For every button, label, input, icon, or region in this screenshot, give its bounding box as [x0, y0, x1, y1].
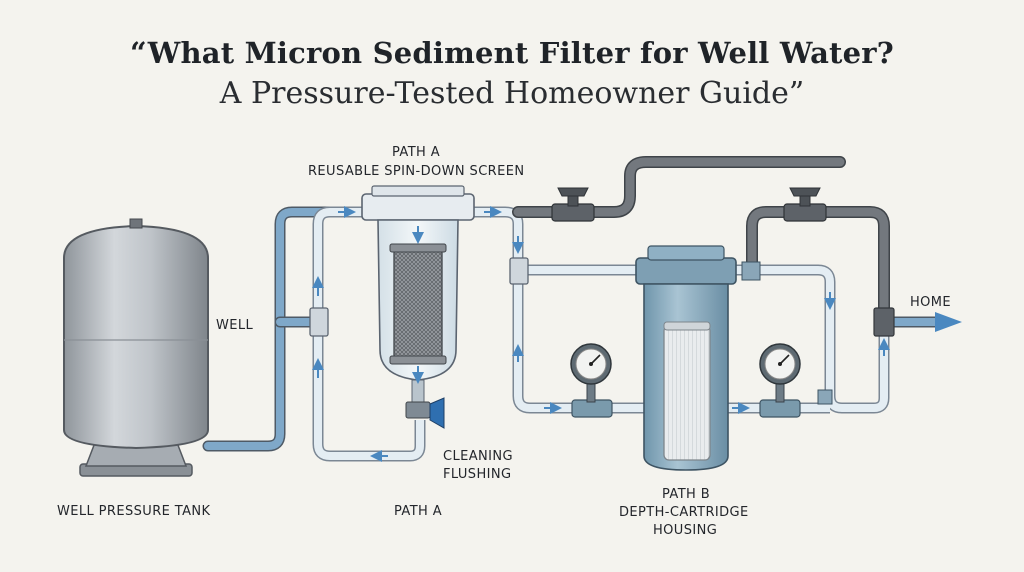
bypass-valve-left	[551, 187, 595, 222]
gauge-valve-right	[759, 399, 801, 418]
bypass-valve-right	[783, 187, 827, 222]
well-pressure-tank	[63, 218, 209, 477]
main-line-pipe	[468, 206, 890, 414]
label-spin-down-screen: REUSABLE SPIN-DOWN SCREEN	[308, 164, 525, 179]
tee-fitting	[309, 307, 329, 337]
tee-fitting	[509, 257, 529, 285]
label-home: HOME	[910, 295, 952, 310]
pressure-gauge-right	[759, 343, 801, 403]
spin-down-filter	[361, 185, 475, 429]
label-well-pressure-tank: WELL PRESSURE TANK	[57, 504, 211, 519]
diagram-subtitle: A Pressure-Tested Homeowner Guide”	[219, 76, 805, 111]
label-well: WELL	[216, 318, 254, 333]
diagram-title: “What Micron Sediment Filter for Well Wa…	[130, 36, 894, 70]
home-outlet-arrow	[935, 312, 962, 332]
fitting	[817, 389, 833, 405]
label-housing: HOUSING	[653, 523, 718, 538]
label-path-b: PATH B	[662, 487, 711, 502]
label-depth-cartridge: DEPTH-CARTRIDGE	[619, 505, 749, 520]
label-flushing: FLUSHING	[443, 467, 512, 482]
label-cleaning: CLEANING	[443, 449, 513, 464]
label-path-a-top: PATH A	[392, 145, 441, 160]
depth-cartridge-housing	[635, 245, 737, 471]
tee-fitting	[873, 307, 895, 337]
fitting	[741, 261, 761, 281]
flush-loop-pipe	[312, 206, 426, 462]
pressure-gauge-left	[570, 343, 612, 403]
label-path-a-bottom: PATH A	[394, 504, 443, 519]
flow-arrows	[312, 206, 890, 462]
gauge-valve-left	[571, 399, 613, 418]
